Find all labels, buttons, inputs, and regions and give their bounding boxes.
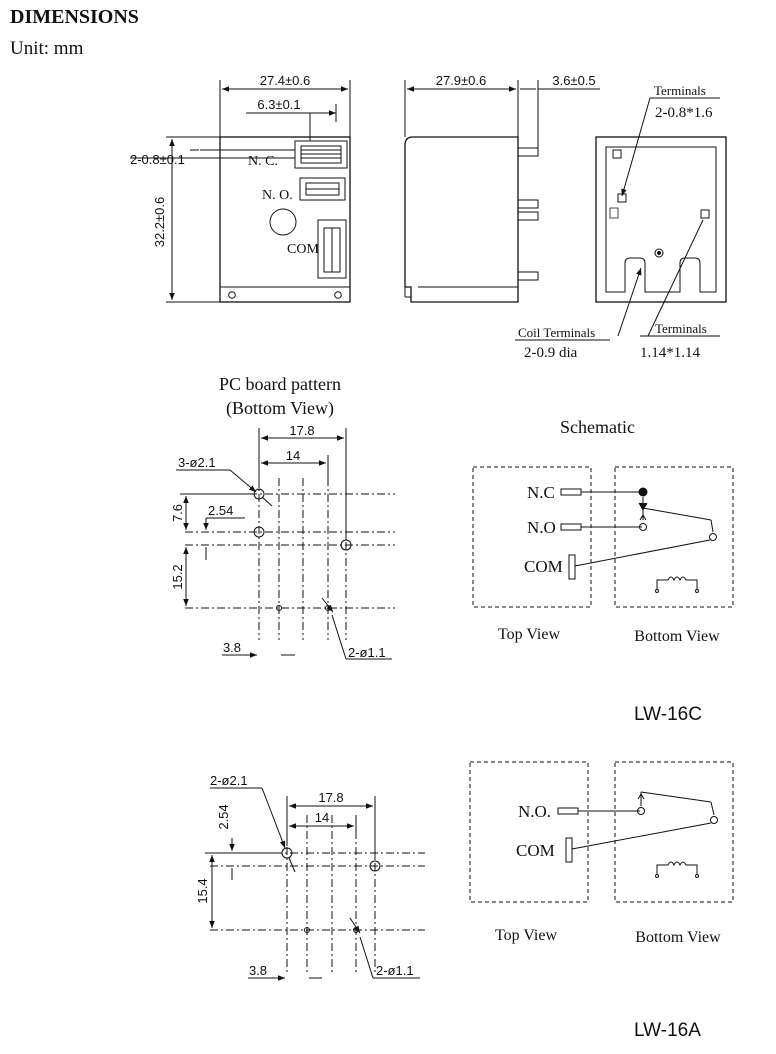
dim-width-front: 27.4±0.6 xyxy=(260,73,311,88)
pcb16c-hole-no xyxy=(253,526,265,538)
side-pin-2 xyxy=(517,199,539,209)
front-view xyxy=(130,80,351,303)
schem16c-com-contact xyxy=(709,533,717,541)
pcb-pattern-16c xyxy=(176,428,395,660)
side-pin-4 xyxy=(517,271,539,281)
pcb16a-hole-com xyxy=(369,860,381,872)
front-no-label: N. O. xyxy=(262,188,293,203)
dim-terminal-width: 6.3±0.1 xyxy=(257,97,300,112)
dim-height: 32.2±0.6 xyxy=(152,197,167,248)
pcb16c-dim-178: 17.8 xyxy=(289,423,314,438)
pcb16a-dim-178: 17.8 xyxy=(318,790,343,805)
pcb16a-dim-38: 3.8 xyxy=(249,963,267,978)
front-com-label: COM xyxy=(287,242,319,257)
schematic-16c-wiring xyxy=(560,487,717,593)
pcb16a-dim-14: 14 xyxy=(315,810,329,825)
pcb16a-hole-size: 2-ø2.1 xyxy=(210,773,248,788)
schem16a-com-label: COM xyxy=(516,841,555,860)
schem16a-com-pin xyxy=(565,837,573,863)
schematic-16c xyxy=(472,466,734,608)
pcb16c-dim-152: 15.2 xyxy=(170,564,185,589)
schem16c-coil xyxy=(656,576,698,590)
schem16c-nc-label: N.C xyxy=(527,483,555,502)
schem16a-no-label: N.O. xyxy=(518,802,551,821)
schem16a-bottom-view-label: Bottom View xyxy=(635,929,721,946)
schem16a-com-contact xyxy=(710,816,718,824)
side-view xyxy=(404,80,600,303)
pcb16a-coil-hole-1 xyxy=(304,927,310,933)
pcb16c-coil-hole-1 xyxy=(276,605,282,611)
pcb16c-dim-38: 3.8 xyxy=(223,640,241,655)
schem16c-no-label: N.O xyxy=(527,518,556,537)
side-pin-1 xyxy=(517,147,539,157)
bottom-term-3 xyxy=(700,209,710,219)
model-label-16c: LW-16C xyxy=(634,704,702,725)
bottom-terminals-label-2: Terminals xyxy=(655,321,707,336)
page-title: DIMENSIONS xyxy=(10,6,139,28)
pcb-pattern-16a xyxy=(205,787,425,981)
schem16c-no-pin xyxy=(560,523,582,531)
schematic-16a xyxy=(469,761,734,903)
pcb16c-dim-254: 2.54 xyxy=(208,503,233,518)
schem16c-com-pin xyxy=(568,554,576,580)
relay-round-mark xyxy=(269,208,297,236)
no-terminal xyxy=(299,177,346,201)
pcb-caption-line1: PC board pattern xyxy=(219,374,341,394)
mount-hole-right xyxy=(334,291,342,299)
relay-side-body xyxy=(404,136,519,303)
pcb-caption-line2: (Bottom View) xyxy=(225,398,335,418)
coil-terminals-size: 2-0.9 dia xyxy=(524,345,578,361)
bottom-terminals-size-1: 2-0.8*1.6 xyxy=(655,105,713,121)
schem16a-no-pin xyxy=(557,807,579,815)
bottom-term-1 xyxy=(612,149,622,159)
schem16a-no-contact xyxy=(637,807,645,815)
schem16c-no-contact xyxy=(639,523,647,531)
com-terminal xyxy=(317,219,347,279)
pcb16c-dim-14: 14 xyxy=(286,448,300,463)
coil-terminals-label: Coil Terminals xyxy=(518,325,595,340)
schem16c-com-label: COM xyxy=(524,557,563,576)
schem16c-bottom-view-label: Bottom View xyxy=(634,628,720,645)
dim-depth: 27.9±0.6 xyxy=(436,73,487,88)
nc-terminal xyxy=(294,140,348,169)
pcb16c-dim-76: 7.6 xyxy=(170,504,185,522)
unit-label: Unit: mm xyxy=(10,38,84,59)
mount-hole-left xyxy=(228,291,236,299)
relay-bottom-body xyxy=(595,136,727,303)
schem16a-top-box xyxy=(469,761,589,903)
front-nc-label: N. C. xyxy=(248,154,278,169)
dim-pin-thickness: 2-0.8±0.1 xyxy=(130,152,185,167)
pcb16c-coil-hole-size: 2-ø1.1 xyxy=(348,645,386,660)
schematic-caption: Schematic xyxy=(560,417,635,437)
schem16c-nc-pin xyxy=(560,488,582,496)
side-pin-3 xyxy=(517,211,539,221)
dim-pin-length: 3.6±0.5 xyxy=(552,73,595,88)
model-label-16a: LW-16A xyxy=(634,1020,701,1041)
bottom-inner-outline xyxy=(605,146,717,293)
bottom-center-hole xyxy=(654,248,664,258)
schem16c-nc-contact xyxy=(638,487,648,497)
schem16c-top-box xyxy=(472,466,592,608)
relay-front-body xyxy=(219,136,351,303)
pcb16a-dim-154: 15.4 xyxy=(195,878,210,903)
schem16c-bottom-box xyxy=(614,466,734,608)
schem16a-top-view-label: Top View xyxy=(495,927,558,944)
schem16c-top-view-label: Top View xyxy=(498,626,561,643)
bottom-terminals-label-1: Terminals xyxy=(654,83,706,98)
pcb16a-dim-254: 2.54 xyxy=(216,804,231,829)
schem16a-bottom-box xyxy=(614,761,734,903)
bottom-terminals-size-2: 1.14*1.14 xyxy=(640,345,701,361)
schem16a-coil xyxy=(656,861,698,875)
bottom-view xyxy=(515,97,727,341)
pcb16c-hole-size: 3-ø2.1 xyxy=(178,455,216,470)
pcb16a-coil-hole-size: 2-ø1.1 xyxy=(376,963,414,978)
schematic-16a-wiring xyxy=(557,791,718,878)
